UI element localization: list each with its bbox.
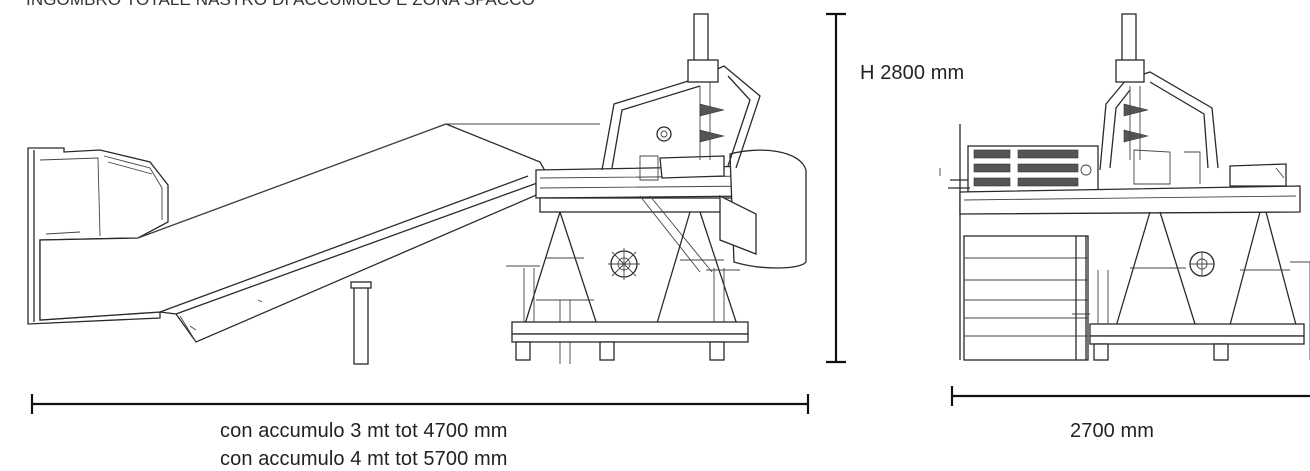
- access-ladder: [963, 235, 1090, 361]
- diagram-heading: INGOMBRO TOTALE NASTRO DI ACCUMULO E ZON…: [26, 0, 535, 10]
- side-view: [27, 12, 846, 414]
- height-dimension-line: [826, 12, 846, 364]
- height-dimension-label: H 2800 mm: [860, 62, 965, 84]
- width-dimension-line: [950, 386, 1310, 406]
- length-3mt-label: con accumulo 3 mt tot 4700 mm: [220, 420, 508, 442]
- length-dimension-line: [30, 394, 810, 414]
- splitter-machine-side: [506, 13, 807, 361]
- length-4mt-label: con accumulo 4 mt tot 5700 mm: [220, 448, 508, 470]
- width-dimension-label: 2700 mm: [1070, 420, 1155, 442]
- control-panel: [967, 145, 1099, 193]
- front-view: [939, 13, 1310, 406]
- accumulation-hopper: [27, 147, 169, 325]
